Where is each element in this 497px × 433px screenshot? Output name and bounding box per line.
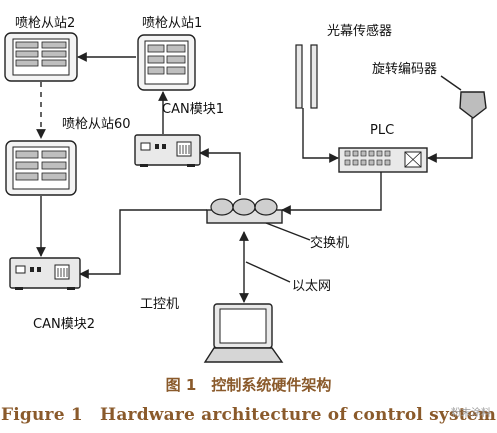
link-can1-switch — [199, 148, 241, 195]
can-module-1-device — [134, 134, 201, 167]
rotary-encoder-device — [459, 91, 487, 119]
watermark: 粉末涂料 — [451, 408, 491, 419]
label-can-module-1: CAN模块1 — [162, 102, 224, 117]
label-nozzle-slave-1: 喷枪从站1 — [142, 15, 202, 31]
plc-device — [338, 147, 428, 173]
link-curtain-plc — [302, 108, 339, 163]
label-can-module-2: CAN模块2 — [33, 317, 95, 332]
caption-chinese: 图 1 控制系统硬件架构 — [165, 376, 332, 394]
label-switch: 交换机 — [310, 235, 349, 251]
label-plc: PLC — [370, 123, 394, 138]
label-nozzle-slave-60: 喷枪从站60 — [62, 116, 131, 132]
label-rotary-encoder: 旋转编码器 — [372, 62, 437, 77]
link-encoder-plc — [427, 118, 473, 163]
label-ethernet: 以太网 — [292, 279, 331, 294]
industrial-pc-device — [203, 303, 284, 363]
nozzle-slave-60-device — [5, 140, 77, 196]
light-curtain-sensor-device — [295, 44, 318, 109]
nozzle-slave-2-device — [4, 32, 78, 82]
caption-english: Figure 1 Hardware architecture of contro… — [0, 405, 497, 425]
label-nozzle-slave-2: 喷枪从站2 — [15, 15, 75, 31]
link-can2-switch — [79, 209, 207, 279]
switch-device — [206, 198, 283, 224]
nozzle-slave-1-device — [137, 34, 196, 91]
link-switch-plc — [281, 172, 382, 215]
can-module-2-device — [9, 257, 81, 290]
label-light-curtain-sensor: 光幕传感器 — [327, 23, 392, 39]
label-industrial-pc: 工控机 — [140, 297, 179, 312]
